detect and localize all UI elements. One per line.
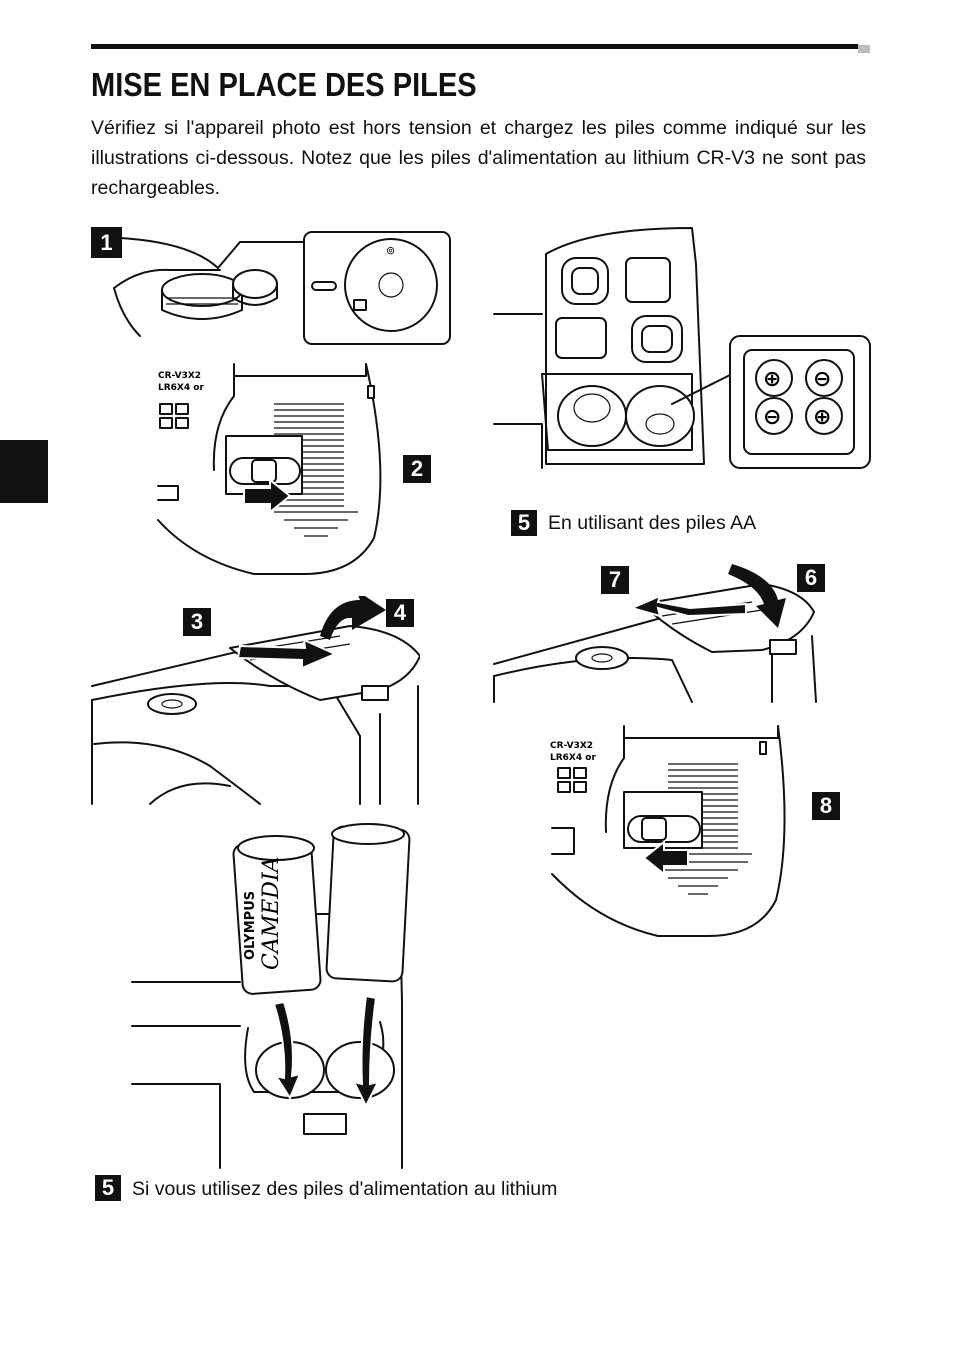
intro-paragraph: Vérifiez si l'appareil photo est hors te… bbox=[91, 117, 866, 199]
svg-text:CR-V3X2: CR-V3X2 bbox=[550, 741, 593, 751]
step-badge-2: 2 bbox=[403, 455, 431, 483]
battery-cover-latch-illustration: CR-V3X2 LR6X4 or bbox=[154, 360, 398, 580]
caption-lithium: Si vous utilisez des piles d'alimentatio… bbox=[132, 1178, 558, 1200]
cover-label-line1: CR-V3X2 bbox=[158, 371, 201, 381]
lithium-battery-insertion-illustration: OLYMPUS CAMEDIA bbox=[130, 822, 420, 1172]
close-cover-illustration bbox=[492, 556, 822, 704]
step-badge-5-aa: 5 bbox=[511, 510, 537, 536]
aa-battery-compartment-illustration: ⊕ ⊖ ⊖ ⊕ bbox=[492, 224, 872, 500]
caption-aa: En utilisant des piles AA bbox=[548, 512, 757, 534]
step-badge-5-lithium: 5 bbox=[95, 1175, 121, 1201]
battery-model-label: CAMEDIA bbox=[259, 856, 284, 970]
chapter-tab bbox=[0, 440, 48, 503]
cover-label-line2: LR6X4 or bbox=[158, 383, 204, 393]
page-title: MISE EN PLACE DES PILES bbox=[91, 66, 477, 103]
svg-text:⊕: ⊕ bbox=[763, 367, 781, 392]
open-cover-illustration-left bbox=[90, 596, 420, 806]
svg-text:⊖: ⊖ bbox=[813, 367, 831, 392]
svg-text:⊕: ⊕ bbox=[813, 405, 831, 430]
svg-text:⊖: ⊖ bbox=[763, 405, 781, 430]
step-badge-8: 8 bbox=[812, 792, 840, 820]
top-rule-shadow bbox=[858, 45, 870, 53]
top-rule bbox=[91, 44, 858, 49]
step-badge-4: 4 bbox=[386, 599, 414, 627]
svg-text:LR6X4 or: LR6X4 or bbox=[550, 753, 596, 763]
battery-cover-lock-illustration: CR-V3X2 LR6X4 or bbox=[548, 724, 792, 940]
step-badge-1: 1 bbox=[91, 227, 122, 258]
svg-text:⊚: ⊚ bbox=[386, 244, 395, 257]
mode-dial-illustration: ⊚ bbox=[110, 228, 454, 346]
step-badge-6: 6 bbox=[797, 564, 825, 592]
step-badge-7: 7 bbox=[601, 566, 629, 594]
battery-brand-label: OLYMPUS bbox=[243, 891, 258, 960]
step-badge-3: 3 bbox=[183, 608, 211, 636]
